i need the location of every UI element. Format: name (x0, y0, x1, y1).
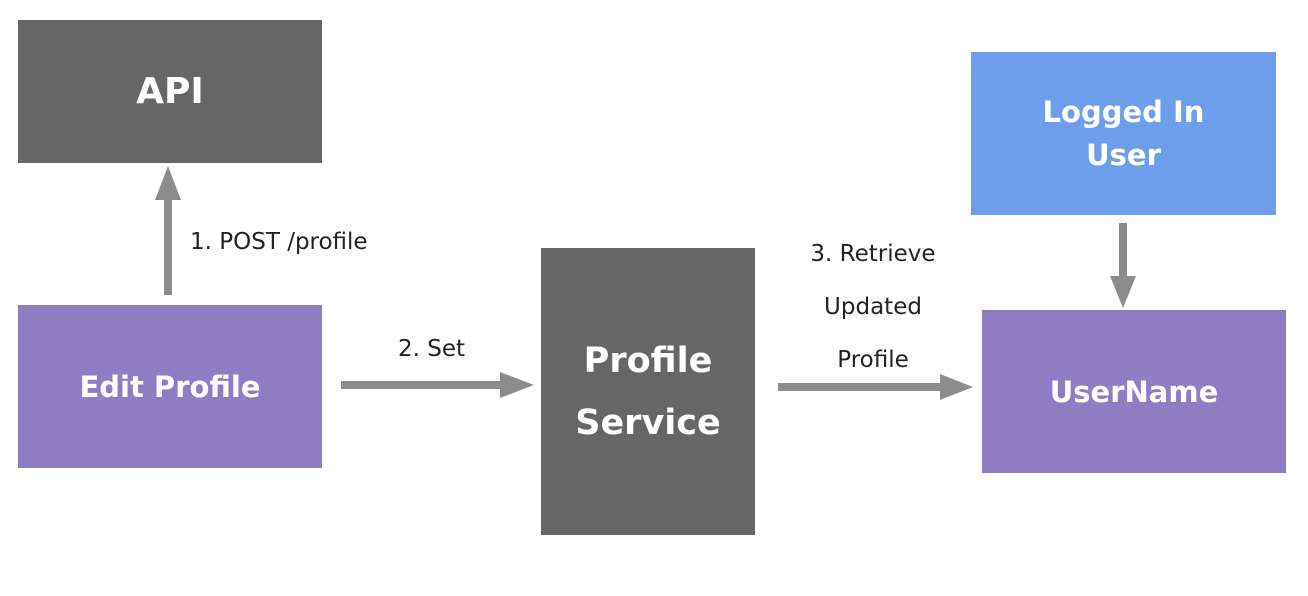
arrow-set (341, 372, 534, 398)
edge-label-set: 2. Set (398, 336, 466, 362)
arrow-post-profile (155, 166, 181, 295)
edit-profile-node: Edit Profile (18, 305, 322, 468)
api-node-label: API (136, 71, 204, 112)
arrow-logged-in-user (1110, 223, 1136, 308)
edge-label-post-profile: 1. POST /profile (190, 229, 368, 255)
edge-label-retrieve: 3. Retrieve Updated Profile (810, 241, 936, 373)
username-node-label: UserName (1049, 374, 1219, 409)
profile-service-node-label: Profile Service (575, 340, 721, 443)
arrow-retrieve (778, 374, 973, 400)
profile-service-node: Profile Service (541, 248, 755, 535)
logged-in-user-node-label: Logged In User (1042, 94, 1205, 172)
logged-in-user-node: Logged In User (971, 52, 1276, 215)
username-node: UserName (982, 310, 1286, 473)
edit-profile-node-label: Edit Profile (79, 369, 261, 404)
api-node: API (18, 20, 322, 163)
